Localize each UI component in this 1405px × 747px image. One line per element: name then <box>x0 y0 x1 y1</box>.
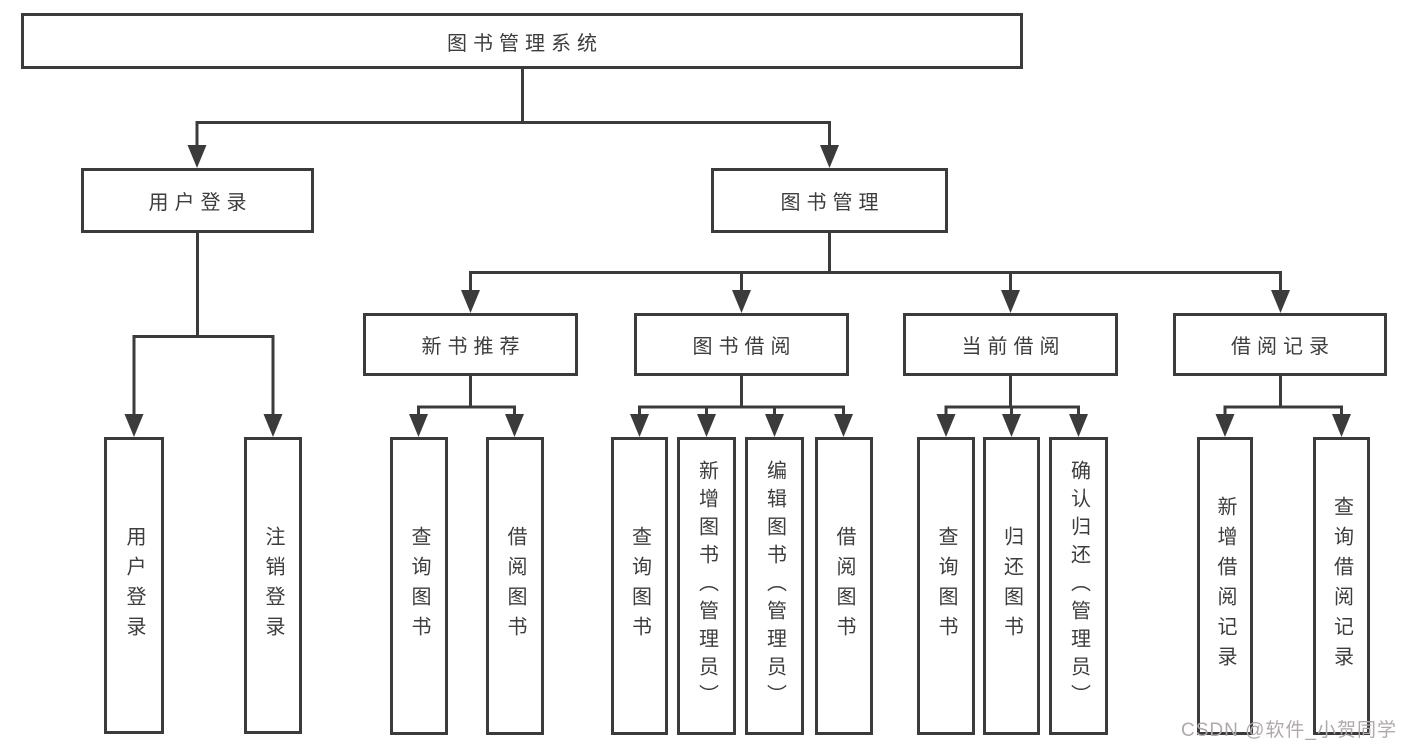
leaf-records-add-borrow-record-label: 新增借阅记录 <box>1214 496 1236 676</box>
leaf-borrow-edit-books-admin-label: 编辑图书（管理员） <box>763 460 786 712</box>
node-new-book-recommendation: 新书推荐 <box>363 313 578 376</box>
leaf-recommend-borrow-books-label: 借阅图书 <box>504 526 526 646</box>
node-book-borrowing: 图书借阅 <box>634 313 849 376</box>
leaf-records-add-borrow-record: 新增借阅记录 <box>1197 437 1253 735</box>
leaf-user-login: 用户登录 <box>104 437 164 734</box>
node-current-borrowing: 当前借阅 <box>903 313 1118 376</box>
leaf-current-return-books: 归还图书 <box>983 437 1040 735</box>
node-borrowing-records-label: 借阅记录 <box>1231 336 1335 358</box>
leaf-borrow-add-books-admin: 新增图书（管理员） <box>677 437 736 735</box>
leaf-borrow-borrow-books: 借阅图书 <box>815 437 873 735</box>
leaf-current-query-books: 查询图书 <box>917 437 975 735</box>
node-book-management-label: 图书管理 <box>780 192 885 214</box>
node-user-login: 用户登录 <box>81 168 314 233</box>
leaf-recommend-query-books-label: 查询图书 <box>408 526 430 646</box>
leaf-user-login-label: 用户登录 <box>123 525 145 646</box>
node-user-login-label: 用户登录 <box>148 192 253 214</box>
leaf-logout-login: 注销登录 <box>244 437 302 734</box>
watermark-text: CSDN @软件_小贺同学 <box>1181 720 1397 741</box>
leaf-current-confirm-return-admin: 确认归还（管理员） <box>1049 437 1108 735</box>
leaf-current-confirm-return-admin-label: 确认归还（管理员） <box>1067 460 1090 712</box>
leaf-current-return-books-label: 归还图书 <box>1000 526 1023 646</box>
node-book-borrowing-label: 图书借阅 <box>692 336 797 358</box>
leaf-records-query-borrow-record-label: 查询借阅记录 <box>1330 496 1353 676</box>
leaf-recommend-query-books: 查询图书 <box>390 437 448 735</box>
leaf-borrow-query-books: 查询图书 <box>611 437 668 735</box>
node-new-book-recommendation-label: 新书推荐 <box>421 336 526 358</box>
node-book-management: 图书管理 <box>711 168 948 233</box>
leaf-records-query-borrow-record: 查询借阅记录 <box>1313 437 1370 735</box>
node-borrowing-records: 借阅记录 <box>1173 313 1387 376</box>
leaf-borrow-add-books-admin-label: 新增图书（管理员） <box>695 460 718 712</box>
leaf-borrow-borrow-books-label: 借阅图书 <box>833 526 855 646</box>
node-library-system: 图书管理系统 <box>21 13 1023 69</box>
node-current-borrowing-label: 当前借阅 <box>961 336 1066 358</box>
leaf-logout-login-label: 注销登录 <box>262 525 284 646</box>
leaf-borrow-edit-books-admin: 编辑图书（管理员） <box>745 437 804 735</box>
node-library-system-label: 图书管理系统 <box>447 32 603 55</box>
leaf-current-query-books-label: 查询图书 <box>935 526 957 646</box>
leaf-borrow-query-books-label: 查询图书 <box>628 526 651 646</box>
leaf-recommend-borrow-books: 借阅图书 <box>486 437 544 735</box>
